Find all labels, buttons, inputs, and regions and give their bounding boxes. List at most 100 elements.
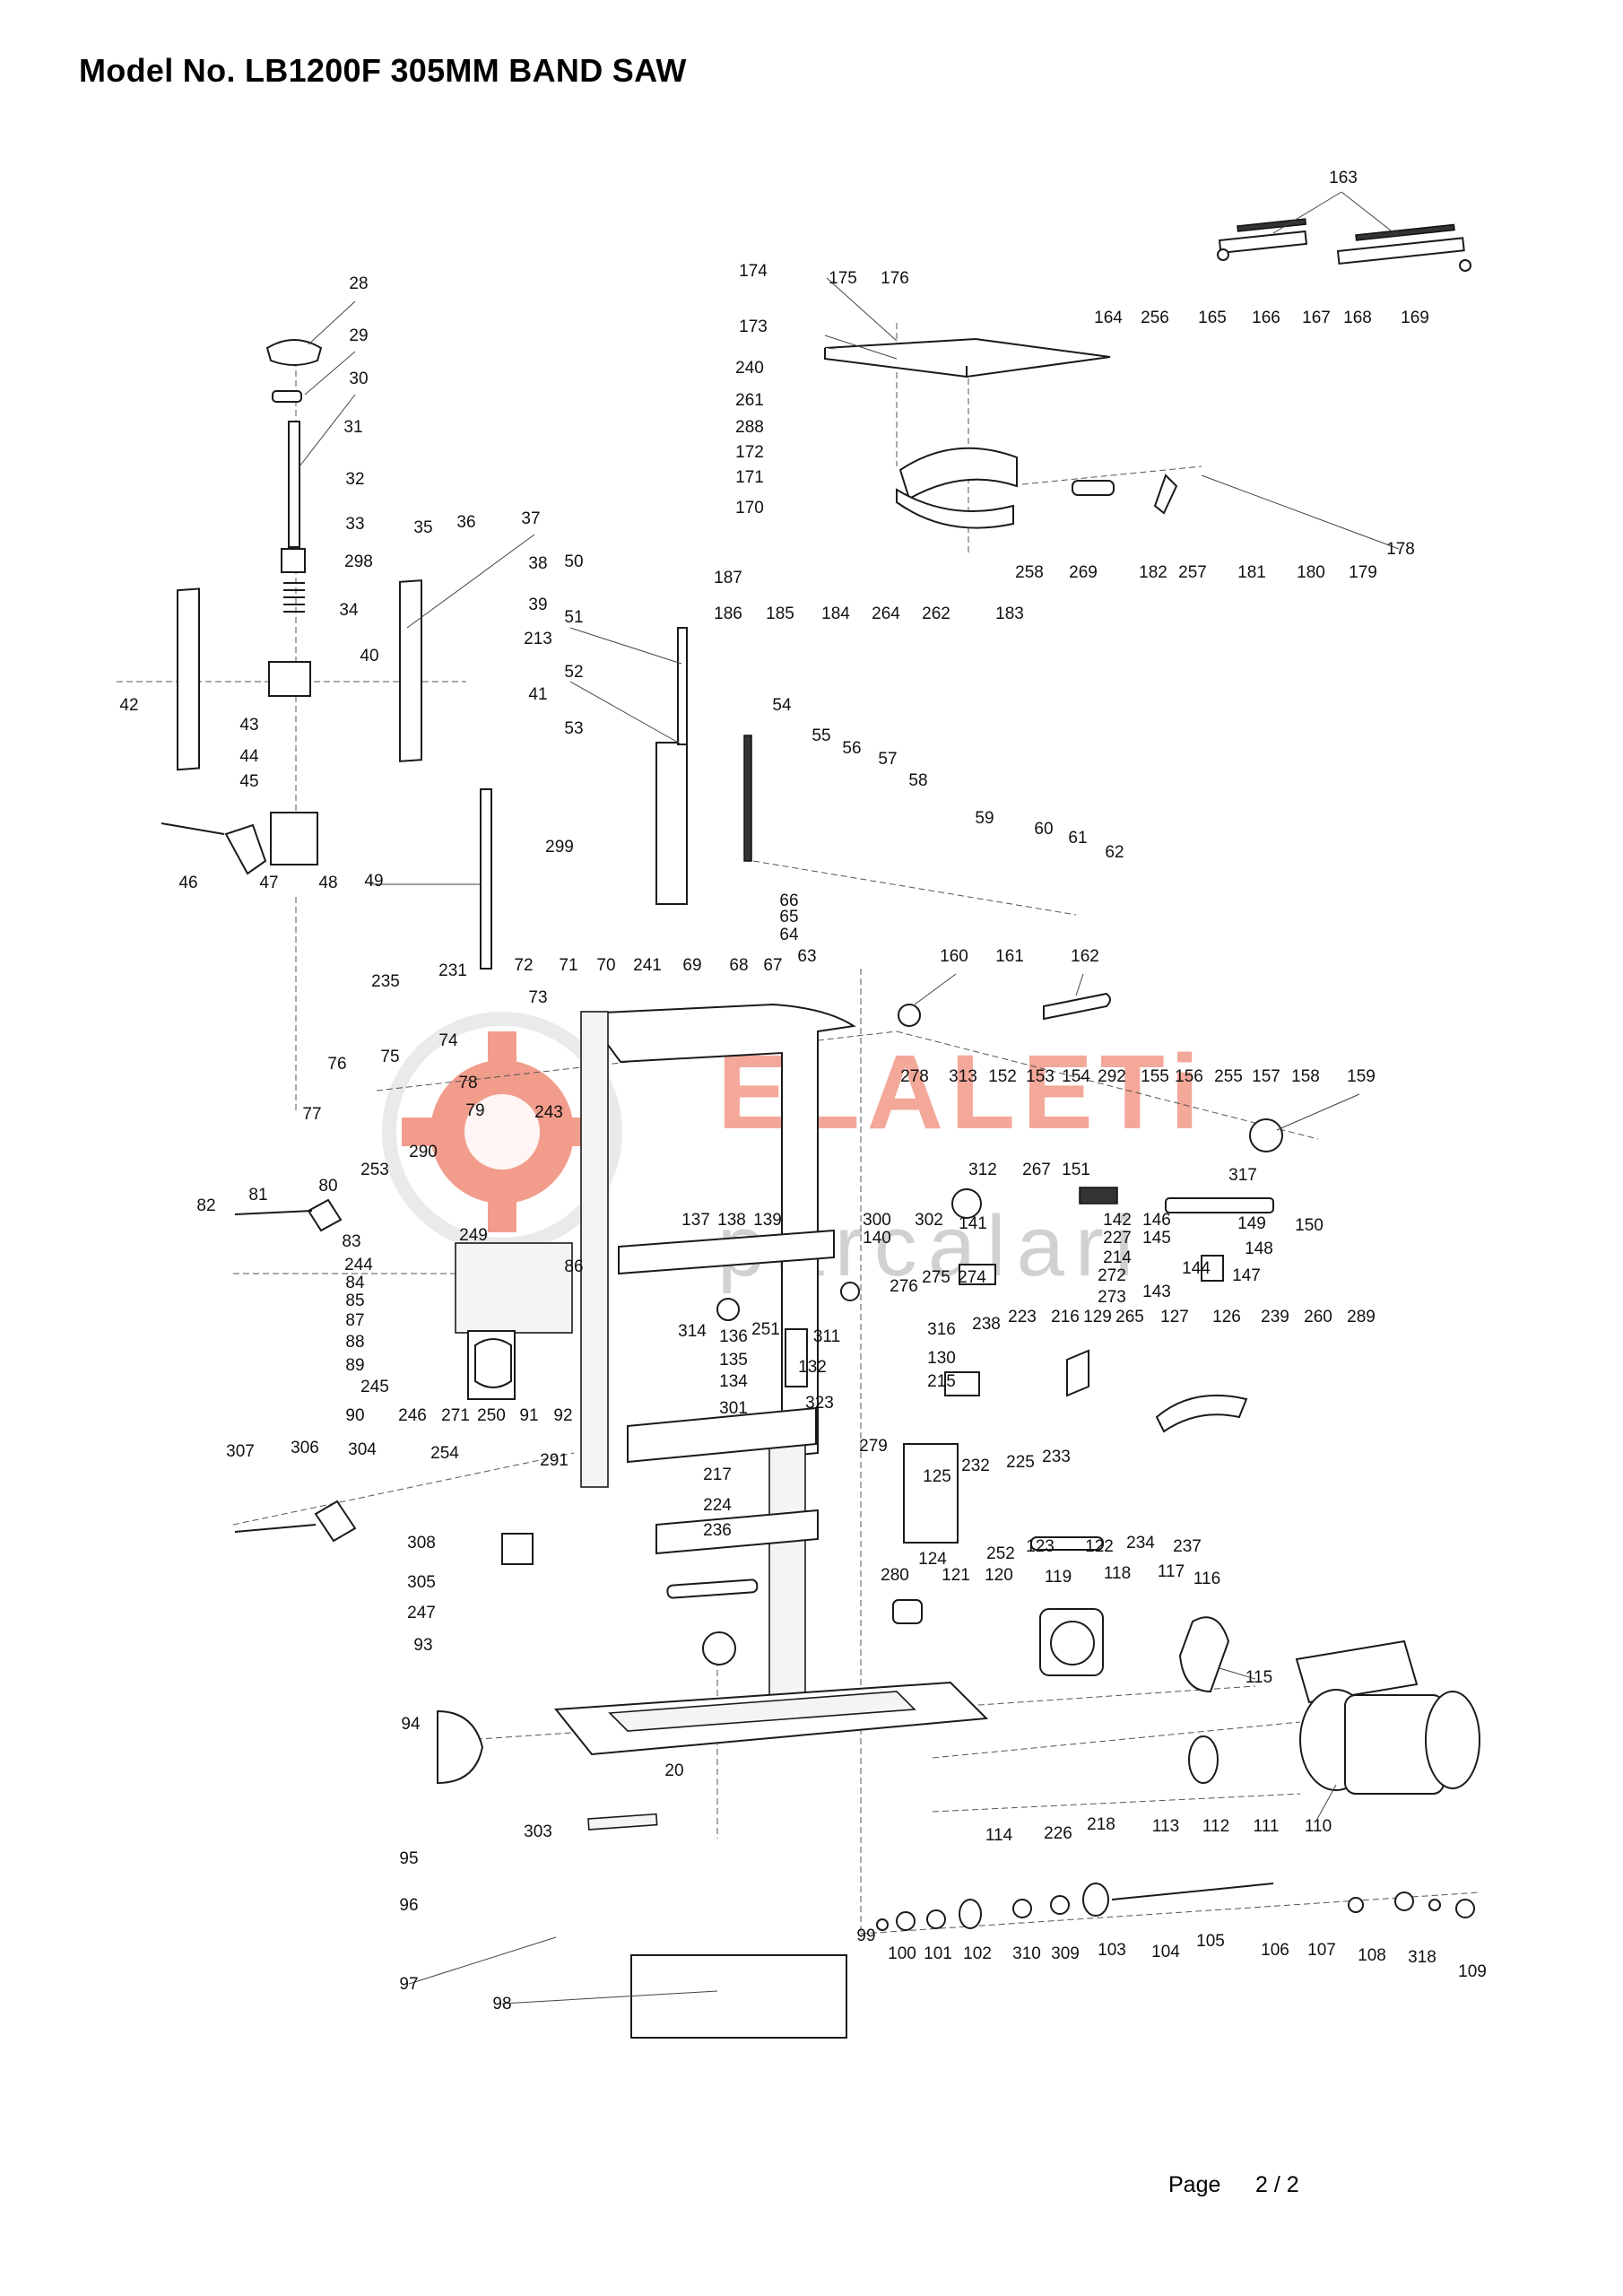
part-callout-291: 291 [540,1451,568,1470]
part-callout-32: 32 [345,470,364,489]
part-callout-51: 51 [564,608,583,627]
part-callout-240: 240 [735,359,764,378]
part-callout-65: 65 [779,908,798,926]
part-callout-176: 176 [881,269,909,288]
part-callout-313: 313 [949,1067,977,1086]
part-callout-126: 126 [1212,1308,1241,1326]
part-callout-106: 106 [1261,1941,1289,1960]
part-callout-152: 152 [988,1067,1017,1086]
part-callout-117: 117 [1158,1562,1185,1581]
part-callout-95: 95 [399,1849,418,1868]
part-callout-137: 137 [681,1211,710,1230]
part-callout-310: 310 [1012,1944,1041,1963]
part-callout-88: 88 [345,1333,364,1352]
part-callout-70: 70 [596,956,615,975]
part-callout-306: 306 [291,1439,319,1457]
part-callout-180: 180 [1297,563,1325,582]
part-callout-179: 179 [1349,563,1377,582]
part-callout-92: 92 [553,1406,572,1425]
part-callout-37: 37 [521,509,540,528]
part-callout-97: 97 [399,1975,418,1994]
part-callout-30: 30 [349,370,368,388]
part-callout-290: 290 [409,1143,438,1161]
part-callout-236: 236 [703,1521,732,1540]
part-callout-307: 307 [226,1442,255,1461]
part-callout-264: 264 [872,604,900,623]
part-callout-66: 66 [779,891,798,910]
part-callout-99: 99 [856,1926,875,1945]
part-callout-74: 74 [438,1031,458,1050]
part-callout-47: 47 [259,874,278,892]
part-callout-164: 164 [1094,309,1123,327]
part-callout-61: 61 [1068,829,1087,848]
part-callout-28: 28 [349,274,368,293]
fence-rails [1217,218,1471,272]
part-callout-116: 116 [1193,1570,1220,1588]
part-callout-52: 52 [564,663,583,682]
page-label: Page [1168,2172,1221,2197]
part-callout-280: 280 [881,1566,909,1585]
part-callout-135: 135 [719,1351,748,1370]
part-callout-58: 58 [908,771,927,790]
part-callout-317: 317 [1228,1166,1257,1185]
drive-assembly [437,1536,1480,2039]
part-callout-243: 243 [534,1103,563,1122]
part-callout-255: 255 [1214,1067,1243,1086]
part-callout-98: 98 [492,1995,511,2013]
part-callout-132: 132 [798,1358,827,1377]
part-callout-249: 249 [459,1226,488,1245]
part-callout-41: 41 [528,685,547,704]
part-callout-237: 237 [1173,1537,1202,1556]
part-callout-279: 279 [859,1437,888,1456]
part-callout-272: 272 [1098,1266,1126,1285]
part-callout-301: 301 [719,1399,748,1418]
part-callout-72: 72 [514,956,533,975]
part-callout-79: 79 [465,1101,484,1120]
part-callout-118: 118 [1104,1564,1131,1583]
part-callout-305: 305 [407,1573,436,1592]
part-callout-46: 46 [178,874,197,892]
part-callout-150: 150 [1295,1216,1324,1235]
part-callout-59: 59 [975,809,994,828]
part-callout-124: 124 [918,1550,947,1569]
part-callout-232: 232 [961,1457,990,1475]
part-callout-304: 304 [348,1440,377,1459]
part-callout-256: 256 [1141,309,1169,327]
part-callout-20: 20 [664,1761,683,1780]
part-callout-104: 104 [1151,1943,1180,1961]
part-callout-153: 153 [1026,1067,1055,1086]
part-callout-174: 174 [739,262,768,281]
part-callout-138: 138 [717,1211,746,1230]
part-callout-49: 49 [364,872,383,891]
part-callout-96: 96 [399,1896,418,1915]
part-callout-168: 168 [1343,309,1372,327]
part-callout-271: 271 [441,1406,470,1425]
part-callout-245: 245 [360,1378,389,1396]
part-callout-158: 158 [1291,1067,1320,1086]
part-callout-262: 262 [922,604,950,623]
part-callout-107: 107 [1307,1941,1336,1960]
part-callout-40: 40 [360,647,378,665]
part-callout-257: 257 [1178,563,1207,582]
part-callout-171: 171 [735,468,764,487]
part-callout-251: 251 [751,1320,780,1339]
part-callout-156: 156 [1175,1067,1203,1086]
part-callout-91: 91 [519,1406,538,1425]
part-callout-159: 159 [1347,1067,1376,1086]
part-callout-77: 77 [302,1105,321,1124]
part-callout-113: 113 [1152,1817,1179,1836]
part-callout-110: 110 [1305,1817,1332,1836]
part-callout-260: 260 [1304,1308,1332,1326]
part-callout-244: 244 [344,1256,373,1274]
part-callout-125: 125 [923,1467,951,1486]
part-callout-33: 33 [345,515,364,534]
part-callout-57: 57 [878,750,897,769]
part-callout-31: 31 [343,418,362,437]
part-callout-50: 50 [564,552,583,571]
part-callout-103: 103 [1098,1941,1126,1960]
part-callout-167: 167 [1302,309,1331,327]
part-callout-149: 149 [1237,1214,1266,1233]
diagram-title: Model No. LB1200F 305MM BAND SAW [79,52,687,89]
part-callout-267: 267 [1022,1161,1051,1179]
